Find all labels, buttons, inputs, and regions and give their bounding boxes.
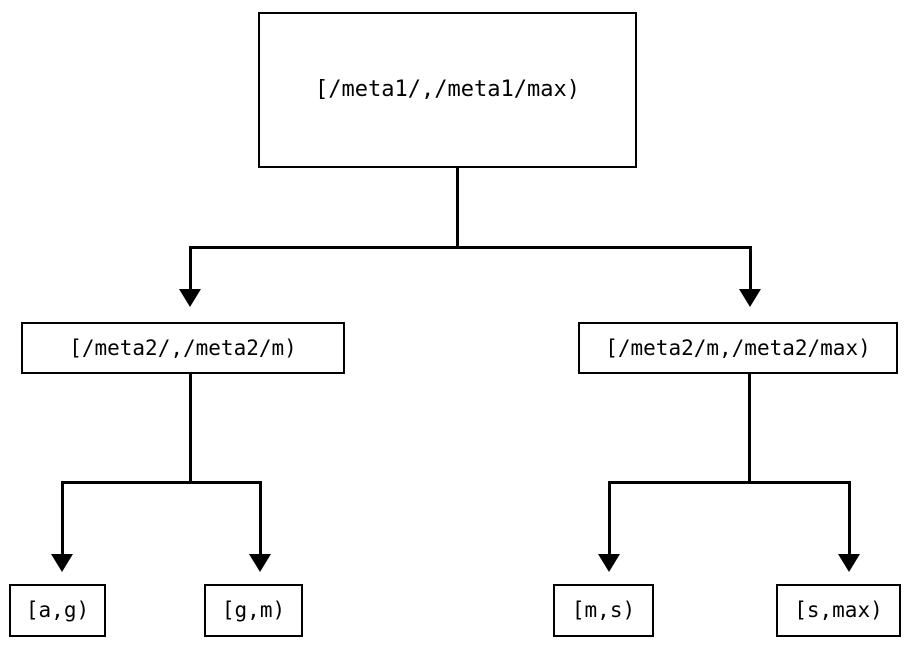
node-leaf-4[interactable]: [s,max) <box>776 584 901 637</box>
node-leaf-2[interactable]: [g,m) <box>204 584 303 637</box>
edge-root-stem <box>456 168 459 249</box>
node-root[interactable]: [/meta1/,/meta1/max) <box>258 12 637 168</box>
edge-mid-left-to-leaf-2 <box>259 481 262 555</box>
arrowhead-mid-left-to-leaf-2 <box>249 554 271 572</box>
node-mid-left[interactable]: [/meta2/,/meta2/m) <box>21 322 345 374</box>
arrowhead-root-to-mid-left <box>179 289 201 307</box>
edge-root-to-mid-left <box>189 246 192 290</box>
edge-mid-left-bus <box>61 481 262 484</box>
edge-root-to-mid-right <box>749 246 752 290</box>
node-mid-right-label: [/meta2/m,/meta2/max) <box>605 335 871 360</box>
node-mid-right[interactable]: [/meta2/m,/meta2/max) <box>578 322 898 374</box>
edge-mid-left-stem <box>189 374 192 484</box>
arrowhead-mid-right-to-leaf-4 <box>838 554 860 572</box>
node-mid-left-label: [/meta2/,/meta2/m) <box>69 335 297 360</box>
edge-mid-right-to-leaf-4 <box>848 481 851 555</box>
node-leaf-2-label: [g,m) <box>221 598 286 622</box>
edge-mid-left-to-leaf-1 <box>61 481 64 555</box>
edge-mid-right-stem <box>748 374 751 484</box>
edge-mid-right-to-leaf-3 <box>608 481 611 555</box>
edge-mid-right-bus <box>608 481 851 484</box>
arrowhead-root-to-mid-right <box>739 289 761 307</box>
node-leaf-1[interactable]: [a,g) <box>9 584 106 637</box>
node-leaf-4-label: [s,max) <box>794 598 883 622</box>
node-leaf-3-label: [m,s) <box>571 598 636 622</box>
node-root-label: [/meta1/,/meta1/max) <box>315 77 580 102</box>
arrowhead-mid-left-to-leaf-1 <box>51 554 73 572</box>
edge-root-bus <box>189 246 752 249</box>
arrowhead-mid-right-to-leaf-3 <box>598 554 620 572</box>
node-leaf-1-label: [a,g) <box>25 598 90 622</box>
node-leaf-3[interactable]: [m,s) <box>553 584 654 637</box>
